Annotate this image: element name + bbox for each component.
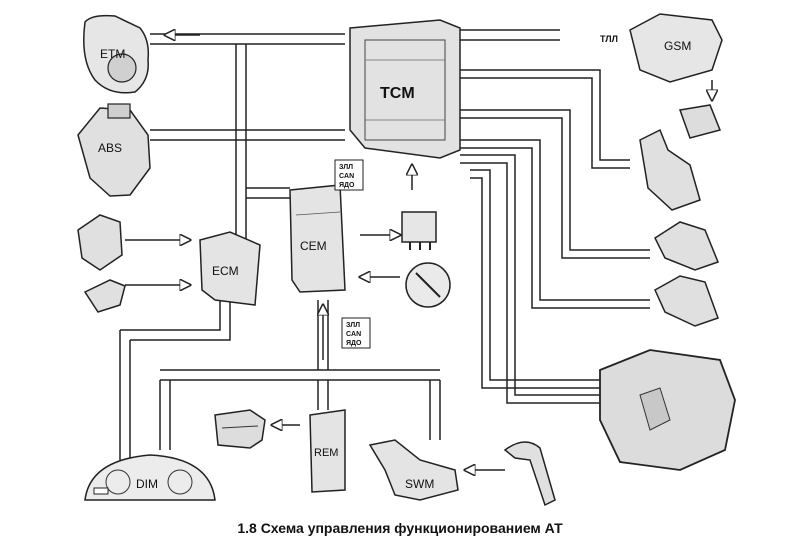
cem-module: CEM <box>289 184 346 293</box>
relay-component <box>401 211 437 250</box>
abs-module: ABS <box>77 103 151 197</box>
left-sensor-upper <box>77 214 123 271</box>
svg-text:CAN: CAN <box>346 331 361 338</box>
tcm-output-lines <box>450 29 650 404</box>
figure-caption: 1.8 Схема управления функционированием А… <box>237 520 563 536</box>
gsm-label: GSM <box>664 39 691 53</box>
dim-cluster: DIM <box>84 454 216 501</box>
abs-label: ABS <box>98 141 122 155</box>
transmission-component <box>599 349 736 471</box>
etm-label: ETM <box>100 47 125 61</box>
rem-label: REM <box>314 447 338 459</box>
ignition-switch-component <box>405 262 451 308</box>
can-label-upper: ЗЛЛ CAN ЯДО <box>334 159 364 191</box>
cem-label: CEM <box>300 239 327 253</box>
svg-text:ЯДО: ЯДО <box>346 340 362 347</box>
hose-component <box>503 441 556 507</box>
gsm-module: GSM ТЛЛ <box>600 13 723 83</box>
gsm-tag: ТЛЛ <box>600 34 618 44</box>
svg-text:ЗЛЛ: ЗЛЛ <box>339 164 353 171</box>
bus-network <box>119 33 441 460</box>
flow-arrows <box>125 35 712 470</box>
can-label-lower: ЗЛЛ CAN ЯДО <box>341 317 371 349</box>
svg-text:ЯДО: ЯДО <box>339 182 355 189</box>
swm-module: SWM <box>368 439 459 501</box>
speed-sensor-lower <box>654 275 719 327</box>
tcm-label: TCM <box>380 85 415 102</box>
speed-sensor-upper <box>654 221 719 271</box>
tcm-module: TCM <box>349 19 461 159</box>
svg-text:CAN: CAN <box>339 173 354 180</box>
etm-module: ETM <box>83 14 150 94</box>
left-sensor-lower <box>83 279 126 313</box>
ecm-module: ECM <box>199 231 261 306</box>
dim-label: DIM <box>136 477 158 491</box>
rem-module: REM <box>309 409 346 493</box>
rear-lamp-component <box>214 409 266 449</box>
swm-label: SWM <box>405 477 434 491</box>
svg-text:ЗЛЛ: ЗЛЛ <box>346 322 360 329</box>
ecm-label: ECM <box>212 264 239 278</box>
gear-selector-component <box>639 128 701 211</box>
gsm-switch-component <box>678 104 722 139</box>
